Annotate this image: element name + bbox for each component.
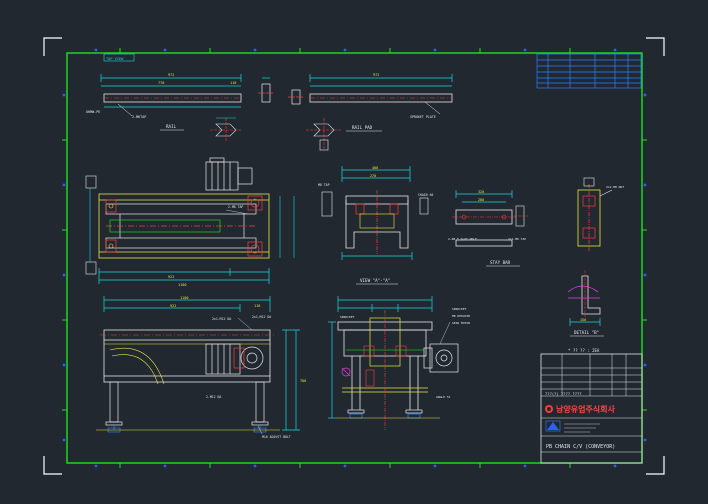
stay-note: 2-Ø8.5 SLOT HOLE <box>448 236 477 241</box>
stay-bar-label: STAY BAR <box>490 260 511 265</box>
title-part-name: ???(?) ???? ???? <box>545 391 582 396</box>
company-emblem <box>545 420 600 433</box>
bracket-detail-upper: 2x2-M8 NUT <box>577 177 624 252</box>
top-plan-view: 922 1100 2-M8 TAP <box>85 157 295 287</box>
pad-note: SPROKET PLATE <box>410 115 436 119</box>
title-block[interactable]: * ?? ?? : 2EA ???(?) ???? ???? 남양유업주식회사 … <box>540 348 643 464</box>
rail-total-dim: 972 <box>168 73 174 77</box>
rail-note: 2-M6TAP <box>132 115 146 119</box>
detail-b-label: DETAIL "B" <box>574 330 599 335</box>
top-tab: TOP VIEW <box>103 53 135 62</box>
rail-pad-view: 972 SPROKET PLATE RAIL PAD <box>288 73 453 151</box>
company-logo <box>545 405 553 413</box>
front-note-4: 2-M12 DA <box>206 395 221 399</box>
view-note-4: SPROCKET <box>452 307 467 311</box>
rail-seg2-dim: 118 <box>230 81 236 85</box>
detail-note-2: ANGLE 5t <box>436 395 451 399</box>
rail-end-section <box>258 77 274 103</box>
front-side-view: 1100 922 118 <box>96 296 306 439</box>
stay-inner-dim: 280 <box>478 198 484 202</box>
rail-view: 972 770 118 2-M6TAP UHMW-PE RAIL <box>86 73 274 142</box>
stay-bar-view: 320 280 2-Ø8.5 SLOT HOLE 2x1-M8 TAP STAY… <box>448 190 528 267</box>
title-company: 남양유업주식회사 <box>556 404 616 414</box>
top-total-dim: 1100 <box>178 283 186 287</box>
view-note-5: M8 REDUCER <box>452 314 470 318</box>
section-view-lower: SPROCKET SPROCKET M8 REDUCER GEAR MOTOR … <box>328 296 470 430</box>
view-note-6: GEAR MOTOR <box>452 321 470 325</box>
top-tab-text: TOP VIEW <box>106 57 124 61</box>
detail-note: 2x2-M8 NUT <box>606 185 624 189</box>
front-note-1: 2x1-M12 DA <box>212 317 231 321</box>
view-note-2: M8 TAP <box>318 183 330 187</box>
drawing-border <box>66 52 643 464</box>
detail-w-dim: 150 <box>580 318 586 322</box>
front-seg2-dim: 118 <box>254 304 260 308</box>
view-note-1: SPROCKET <box>340 315 355 319</box>
rail-pad-view-label: RAIL PAD <box>352 125 373 130</box>
pad-total-dim: 972 <box>373 73 379 77</box>
stay-note-2: 2x1-M8 TAP <box>508 237 526 241</box>
border-zone-ticks <box>62 48 647 468</box>
rail-seg1-dim: 770 <box>158 81 164 85</box>
view-aa-label: VIEW "A"-"A" <box>360 278 390 283</box>
title-note-line: * ?? ?? : 2EA <box>568 348 600 353</box>
revision-table <box>536 53 642 89</box>
pad-bracket-detail <box>306 118 342 151</box>
title-drawing-name: PB CHAIN C/V (CONVEYOR) <box>546 444 615 450</box>
view-note-3: CHAIN 40 <box>418 193 433 197</box>
top-seg-dim: 922 <box>168 275 174 279</box>
sheet-corner-marks <box>43 37 665 475</box>
front-seg1-dim: 922 <box>170 304 176 308</box>
border-zone-dots <box>62 48 647 468</box>
front-note-2: 2x1-M12 DA <box>252 315 271 319</box>
gear-motor-front <box>205 343 264 375</box>
detail-b-view: 150 DETAIL "B" <box>567 270 604 337</box>
view-inner-dim: 270 <box>370 174 376 178</box>
sprocket-marks-top <box>105 195 263 257</box>
top-note: 2-M8 TAP <box>228 205 243 209</box>
rail-view-label: RAIL <box>166 124 177 129</box>
view-width-dim: 400 <box>372 166 378 170</box>
rail-note-2: UHMW-PE <box>86 110 100 114</box>
rail-bracket-detail <box>210 117 242 142</box>
front-total-dim: 1100 <box>180 296 188 300</box>
gear-motor-section <box>423 343 459 373</box>
view-aa: 400 270 M8 TAP CHAIN 40 VIEW "A"-"A" <box>318 166 433 285</box>
front-note-3: M16 ADJUST BOLT <box>262 435 291 439</box>
gear-motor-top <box>205 157 253 191</box>
stay-width-dim: 320 <box>478 190 484 194</box>
front-height-dim: 700 <box>300 379 306 383</box>
